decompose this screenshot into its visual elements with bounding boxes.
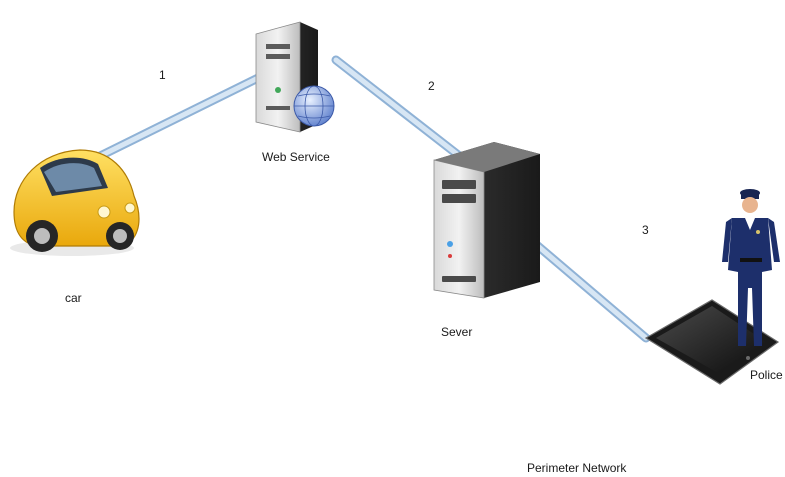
link-3-label: 3 — [642, 223, 649, 237]
link-1 — [83, 73, 263, 167]
car-icon — [10, 149, 140, 256]
police-label: Police — [750, 368, 783, 382]
perimeter-network-label: Perimeter Network — [527, 461, 627, 475]
link-2-label: 2 — [428, 79, 435, 93]
link-1-label: 1 — [159, 68, 166, 82]
web-server-icon — [255, 21, 335, 133]
web-service-label: Web Service — [262, 150, 330, 164]
server-tower-icon — [433, 142, 540, 299]
server-label: Sever — [441, 325, 473, 339]
link-2 — [331, 55, 467, 163]
car-label: car — [65, 291, 82, 305]
police-officer-icon — [722, 189, 780, 346]
